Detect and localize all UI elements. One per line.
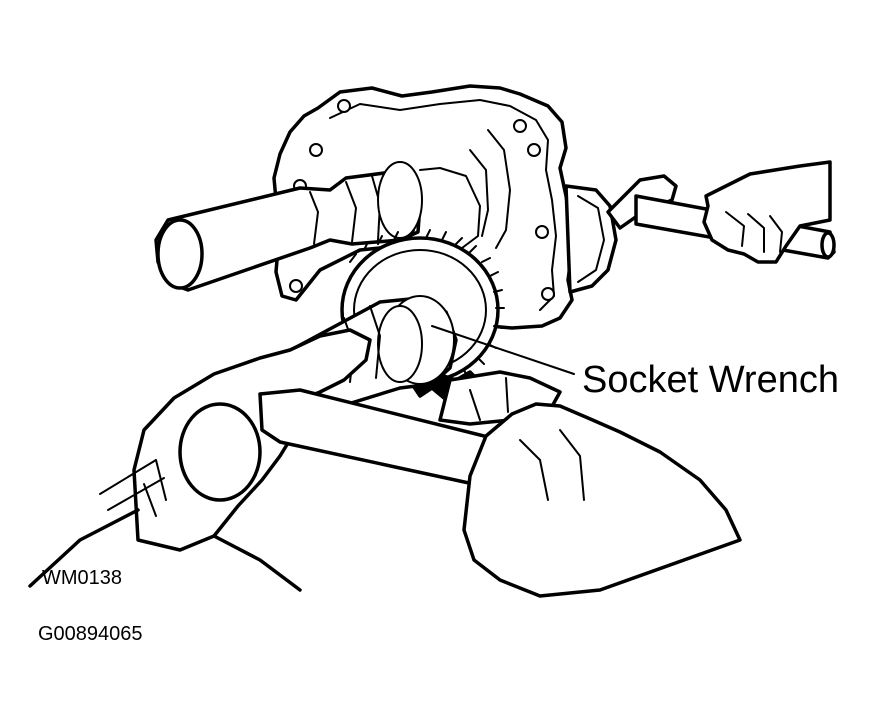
rear-extension-housing — [564, 184, 618, 294]
socket-wrench-label: Socket Wrench — [582, 359, 839, 401]
sleeve-left — [28, 508, 302, 592]
graphic-id: G00894065 — [38, 623, 143, 645]
main-shaft-upper — [154, 161, 481, 292]
socket-wrench-leader — [431, 325, 575, 375]
hand-left — [99, 328, 372, 552]
hand-right-upper — [702, 160, 832, 264]
hand-right-lower — [462, 402, 742, 598]
figure-code: WM0138 — [42, 567, 123, 589]
